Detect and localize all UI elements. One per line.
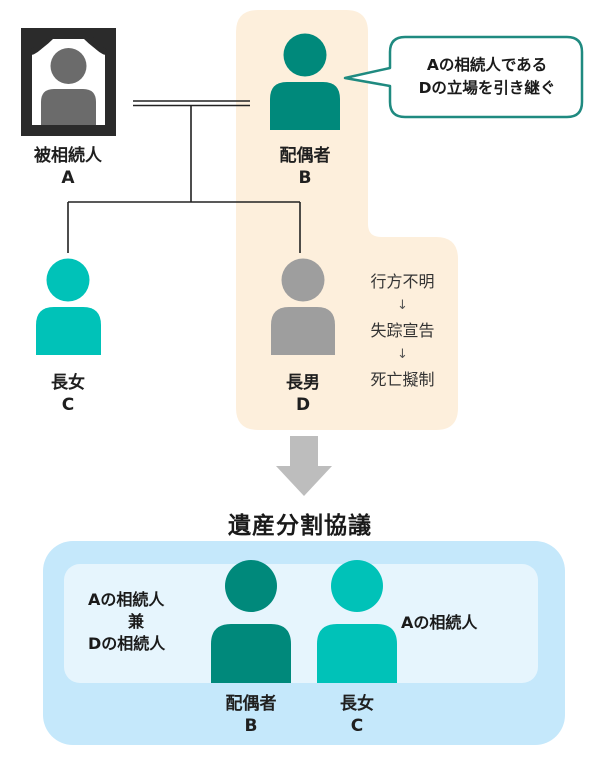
speech-bubble-text: Aの相続人である Dの立場を引き継ぐ (392, 54, 582, 100)
daughter-person-icon (36, 258, 101, 355)
son-label: 長男 D (253, 372, 353, 416)
agreement-inner-box (64, 564, 538, 683)
agreement-daughter-letter: C (350, 716, 364, 736)
status-step-declaration: 失踪宣告 (370, 321, 435, 340)
decedent-label: 被相続人 A (18, 145, 118, 189)
agreement-spouse-person-icon (211, 560, 291, 683)
speech-bubble (343, 35, 584, 119)
spouse-inheritance-note: Aの相続人 兼 Dの相続人 (88, 589, 198, 655)
agreement-daughter-person-icon (317, 560, 397, 683)
agreement-daughter-role: 長女 (340, 694, 374, 714)
agreement-spouse-letter: B (244, 716, 258, 736)
status-arrow-1: ↓ (397, 298, 408, 313)
decedent-letter: A (61, 168, 75, 188)
agreement-title: 遺産分割協議 (228, 513, 372, 539)
daughter-label: 長女 C (18, 372, 118, 416)
daughter-role: 長女 (51, 373, 85, 393)
spouse-note-line-3: Dの相続人 (88, 634, 166, 653)
son-person-icon (271, 258, 335, 355)
agreement-spouse-label: 配偶者 B (201, 693, 301, 737)
spouse-role: 配偶者 (279, 146, 331, 166)
son-status-steps: 行方不明 ↓ 失踪宣告 ↓ 死亡擬制 (355, 268, 450, 393)
bubble-line-1: Aの相続人である (426, 56, 548, 74)
down-arrow-icon (276, 436, 332, 496)
bubble-line-2: Dの立場を引き継ぐ (418, 79, 556, 97)
spouse-note-line-2: 兼 (128, 612, 145, 631)
daughter-inheritance-note: Aの相続人 (401, 613, 478, 632)
status-arrow-2: ↓ (397, 347, 408, 362)
agreement-daughter-label: 長女 C (307, 693, 407, 737)
son-letter: D (295, 395, 311, 415)
status-step-missing: 行方不明 (370, 272, 435, 291)
spouse-person-icon (270, 33, 340, 130)
son-role: 長男 (286, 373, 320, 393)
spouse-letter: B (298, 168, 312, 188)
daughter-letter: C (61, 395, 75, 415)
spouse-note-line-1: Aの相続人 (88, 590, 165, 609)
memorial-portrait-icon (21, 28, 116, 136)
status-step-deemed-death: 死亡擬制 (370, 370, 435, 389)
agreement-spouse-role: 配偶者 (225, 694, 277, 714)
spouse-label: 配偶者 B (255, 145, 355, 189)
decedent-role: 被相続人 (34, 146, 102, 166)
